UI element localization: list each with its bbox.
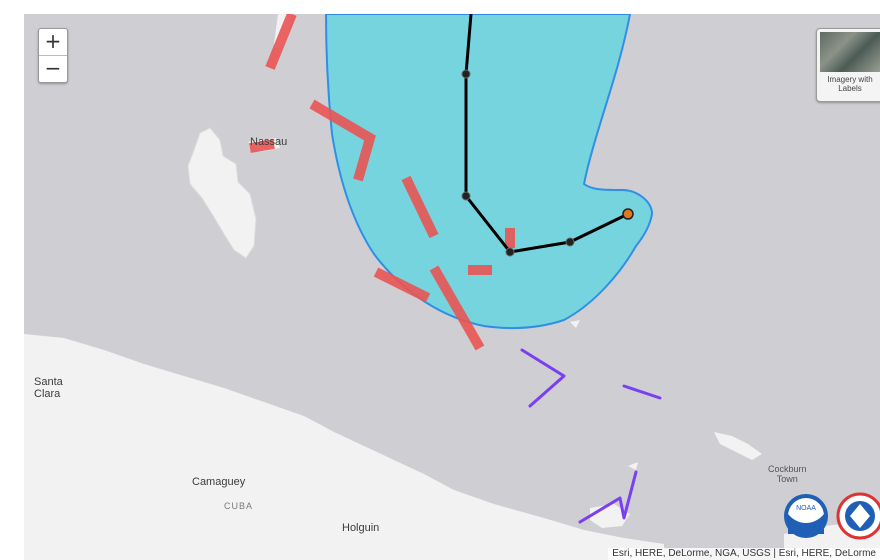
forecast-track bbox=[464, 14, 629, 254]
zoom-control: + − bbox=[38, 28, 68, 83]
island-small bbox=[628, 462, 638, 470]
forecast-cone[interactable] bbox=[324, 14, 654, 329]
current-position-marker[interactable] bbox=[622, 208, 634, 220]
zoom-out-button[interactable]: − bbox=[39, 55, 67, 82]
island-andros bbox=[187, 127, 257, 259]
map-canvas[interactable]: NOAA bbox=[24, 14, 880, 560]
track-point[interactable] bbox=[505, 247, 515, 257]
basemap-thumbnail bbox=[820, 32, 880, 72]
basemap-toggle[interactable]: Imagery with Labels bbox=[816, 28, 880, 102]
place-label-holguin: Holguin bbox=[342, 522, 380, 534]
land-cuba bbox=[24, 334, 664, 560]
track-point[interactable] bbox=[461, 69, 471, 79]
svg-text:NOAA: NOAA bbox=[796, 505, 816, 512]
track-point[interactable] bbox=[565, 237, 575, 247]
place-label-nassau: Nassau bbox=[250, 136, 288, 148]
place-label-camaguey: Camaguey bbox=[192, 476, 246, 488]
place-label-cockburn-town: Cockburn Town bbox=[768, 464, 807, 484]
zoom-in-button[interactable]: + bbox=[44, 29, 62, 53]
island-small bbox=[570, 320, 580, 328]
place-label-santa-clara: Santa Clara bbox=[34, 376, 63, 400]
watch-segments bbox=[520, 348, 662, 524]
nws-logo[interactable] bbox=[836, 492, 880, 540]
map-view[interactable]: NOAA Nassau Santa Clara Camaguey CUBA Ho… bbox=[24, 14, 880, 560]
place-label-cuba: CUBA bbox=[224, 501, 254, 511]
map-attribution: Esri, HERE, DeLorme, NGA, USGS | Esri, H… bbox=[608, 548, 880, 560]
track-point[interactable] bbox=[461, 191, 471, 201]
track-points[interactable] bbox=[461, 69, 634, 257]
warning-segments bbox=[249, 14, 515, 351]
island-turks-caicos bbox=[714, 432, 762, 460]
basemap-caption: Imagery with Labels bbox=[827, 75, 873, 93]
noaa-logo[interactable]: NOAA bbox=[784, 494, 828, 538]
